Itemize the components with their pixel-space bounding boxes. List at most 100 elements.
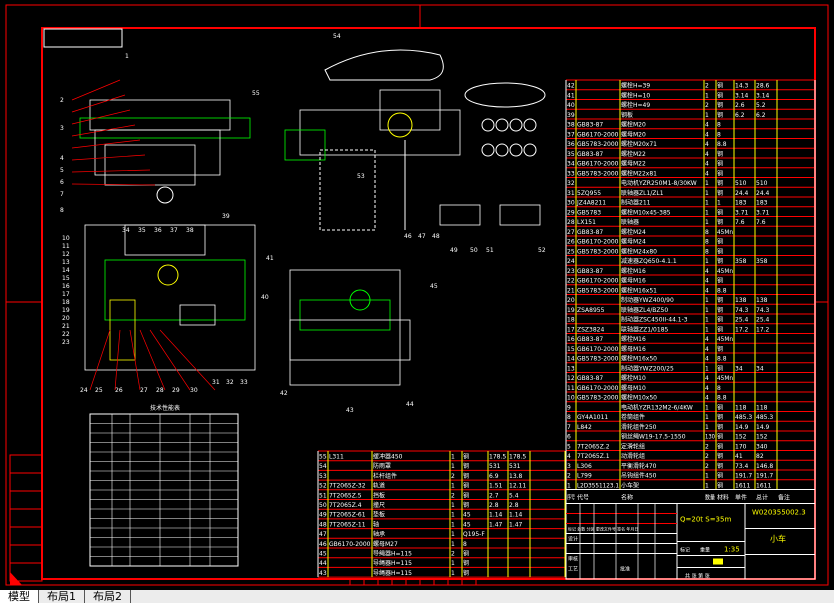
parts-cell: 7T2065Z.1 [577,453,610,460]
parts-cell: 510 [735,180,747,187]
approve-label: 批准 [620,566,630,573]
parts-cell: 缓冲器450 [373,453,403,461]
parts-cell: 3.71 [735,209,749,216]
parts-cell: 制动器YWZ200/25 [621,364,674,372]
parts-cell: 12 [567,375,575,382]
parts-cell: 8 [705,248,709,255]
parts-cell: 轴 [373,520,379,528]
parts-cell: 191.7 [735,473,752,480]
parts-cell: 54 [319,463,327,470]
parts-cell: 485.3 [735,414,752,421]
tab-model[interactable]: 模型 [0,590,39,603]
parts-cell: 45Mn [717,375,733,382]
parts-cell: 8 [717,122,721,129]
parts-cell: 螺母M16 [621,345,646,353]
callout-number: 44 [406,401,414,408]
parts-cell: 螺母M20 [621,130,646,138]
parts-cell: 钢板 [621,111,633,119]
parts-cell: 138 [735,297,747,304]
callout-number: 12 [62,251,70,258]
parts-cell: 防雨罩 [373,462,391,470]
left-strip-cell [9,490,43,510]
parts-cell: 7 [567,424,571,431]
outline [109,299,136,361]
callout-number: 34 [122,227,130,234]
callout-number: 30 [190,387,198,394]
tab-layout2[interactable]: 布局2 [85,590,131,603]
rope-drum [464,82,546,108]
parts-cell: 钢 [463,482,469,490]
parts-cell: 358 [756,258,768,265]
parts-cell: 41 [567,92,575,99]
parts-cell: 183 [735,200,747,207]
drawing-number-box [43,28,123,48]
parts-cell: 1.14 [509,512,523,519]
parts-cell: 螺栓M20 [621,121,646,129]
parts-cell: 轴承 [373,530,385,538]
parts-cell: 45 [319,551,327,558]
parts-cell: L306 [577,463,592,470]
parts-cell: 1 [451,483,455,490]
parts-cell: 45Mn [717,336,733,343]
outline [94,129,221,176]
callout-number: 16 [62,283,70,290]
parts-cell: 26 [567,239,575,246]
outline [284,129,326,161]
parts-cell: 钢 [717,238,723,246]
callout-number: 2 [60,97,64,104]
parts-cell: 挡板 [373,491,385,499]
parts-cell: 1 [705,326,709,333]
parts-cell: 1 [451,521,455,528]
callout-number: 36 [154,227,162,234]
header-total: 总计 [756,494,768,502]
pulley [481,143,495,157]
parts-cell: 8 [717,385,721,392]
layout-tabs: 模型 布局1 布局2 [0,590,834,603]
parts-cell: 钢 [717,257,723,265]
design-label: 设计 [568,536,578,543]
leader-line [71,183,156,186]
parts-cell: 82 [756,453,764,460]
parts-cell: ZSZ3824 [577,326,604,333]
outline [289,319,411,361]
parts-cell: 41 [735,453,743,460]
parts-cell: 联轴器ZL4/BZ50 [621,306,668,314]
parts-cell: 17.2 [756,326,770,333]
parts-cell: 16 [567,336,575,343]
revision-header: 标记 处数 分区 更改文件号 签名 年月日 [568,526,638,532]
process-label: 工艺 [568,567,578,573]
parts-cell: 1 [705,307,709,314]
parts-cell: L2D3551123.1 [577,482,619,489]
parts-cell: 钢 [717,452,723,460]
parts-cell: GB6170-2000 [329,541,371,548]
callout-number: 47 [418,233,426,240]
parts-cell: 14 [567,356,575,363]
parts-cell: 531 [489,463,501,470]
parts-cell: 8.8 [717,141,727,148]
parts-cell: 2 [451,551,455,558]
callout-number: 53 [357,173,365,180]
left-strip-cell [9,472,43,492]
tab-layout1[interactable]: 布局1 [39,590,85,603]
parts-cell: 钢 [717,472,723,480]
parts-cell: JZ4A8211 [576,200,606,207]
callout-number: 52 [538,247,546,254]
parts-cell: 2 [451,473,455,480]
parts-cell: 5.4 [509,492,519,499]
callout-number: 32 [226,379,234,386]
parts-cell: 25.4 [735,317,749,324]
parts-cell: 螺栓M10x45-385 [621,208,671,216]
parts-cell: 183 [756,200,768,207]
callout-number: 25 [95,387,103,394]
parts-cell: 联轴器ZZ1/0185 [621,325,669,333]
callout-number: 3 [60,125,64,132]
ucs-marker [10,572,22,585]
parts-cell: 21 [567,287,575,294]
pulley [523,118,537,132]
leader-line [129,329,141,391]
outline [84,224,256,371]
parts-cell: 7.6 [735,219,745,226]
parts-cell: 钢 [717,179,723,187]
